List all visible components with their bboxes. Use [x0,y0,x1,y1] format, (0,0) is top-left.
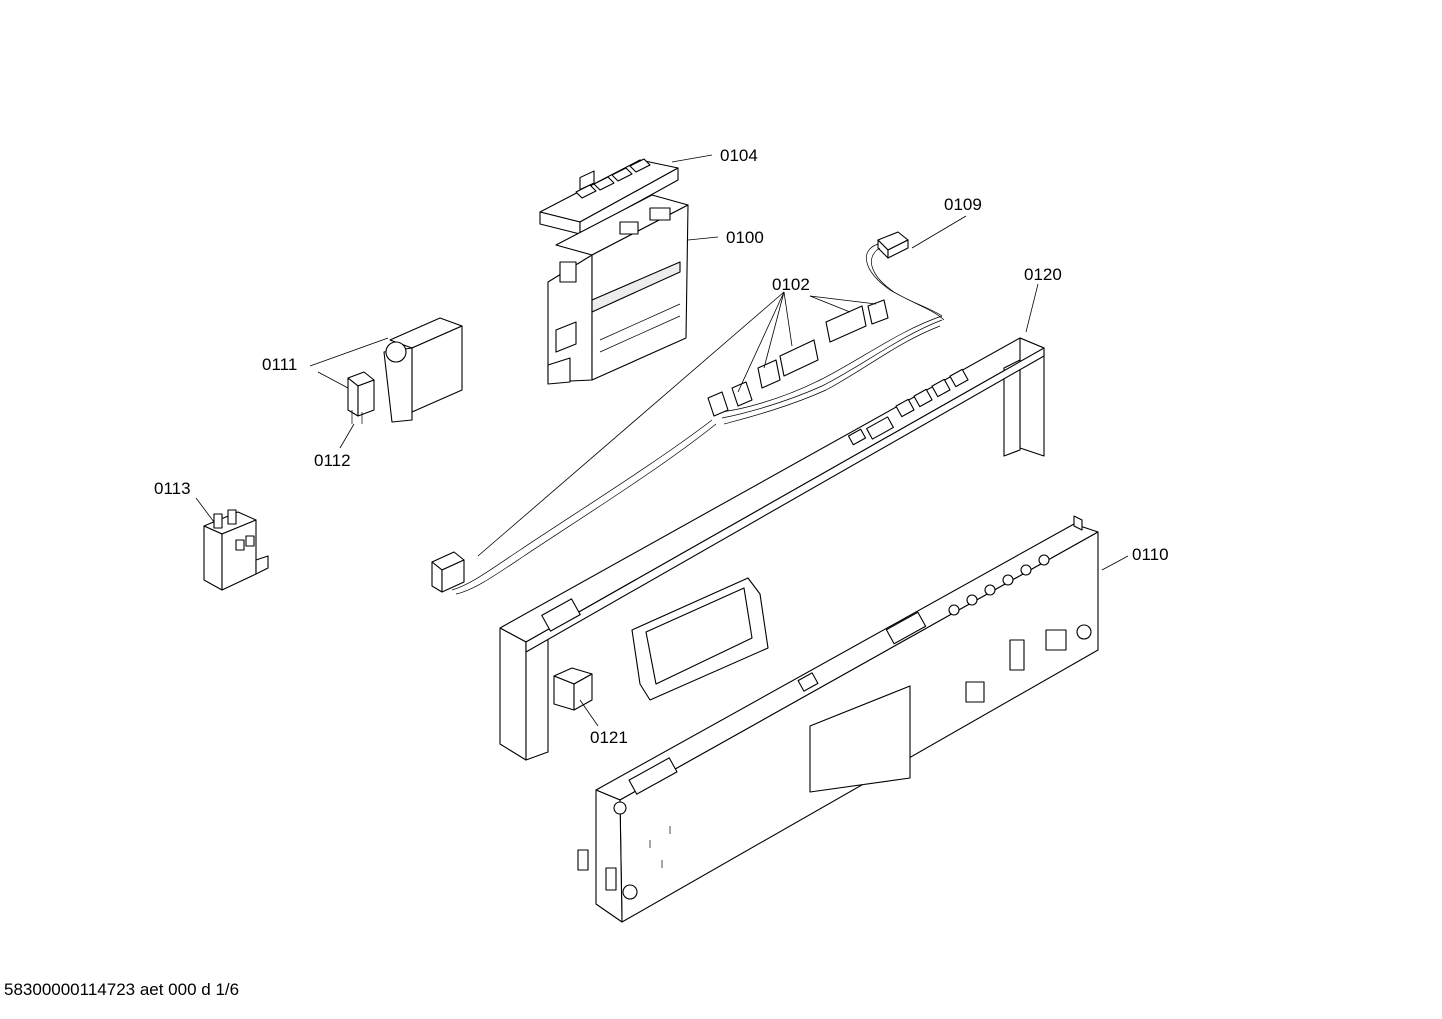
handle-insert [631,577,769,701]
part-0100-control-module [547,194,689,385]
callout-labels: 0104 0100 0109 0102 0120 0111 0112 0113 … [154,146,1169,747]
part-0120-panel-frame [499,337,1045,761]
part-0104-button-strip [539,158,679,235]
document-id: 58300000114723 aet 000 d 1/6 [4,980,240,999]
callout-0112: 0112 [314,451,351,470]
callout-0102: 0102 [772,275,810,294]
part-0121-cube [553,667,593,711]
callout-0113: 0113 [154,479,191,498]
callout-0121: 0121 [590,728,628,747]
callout-0104: 0104 [720,146,758,165]
part-0113-relay [203,509,269,591]
callout-0100: 0100 [726,228,764,247]
part-0110-control-panel [577,515,1099,923]
callout-0109: 0109 [944,195,982,214]
part-0111-switch-assembly [347,317,463,424]
leader-lines [195,154,1129,727]
callout-0111: 0111 [262,355,297,374]
callout-0110: 0110 [1132,545,1169,564]
part-0102-wiring-harness [431,299,943,595]
callout-0120: 0120 [1024,265,1062,284]
